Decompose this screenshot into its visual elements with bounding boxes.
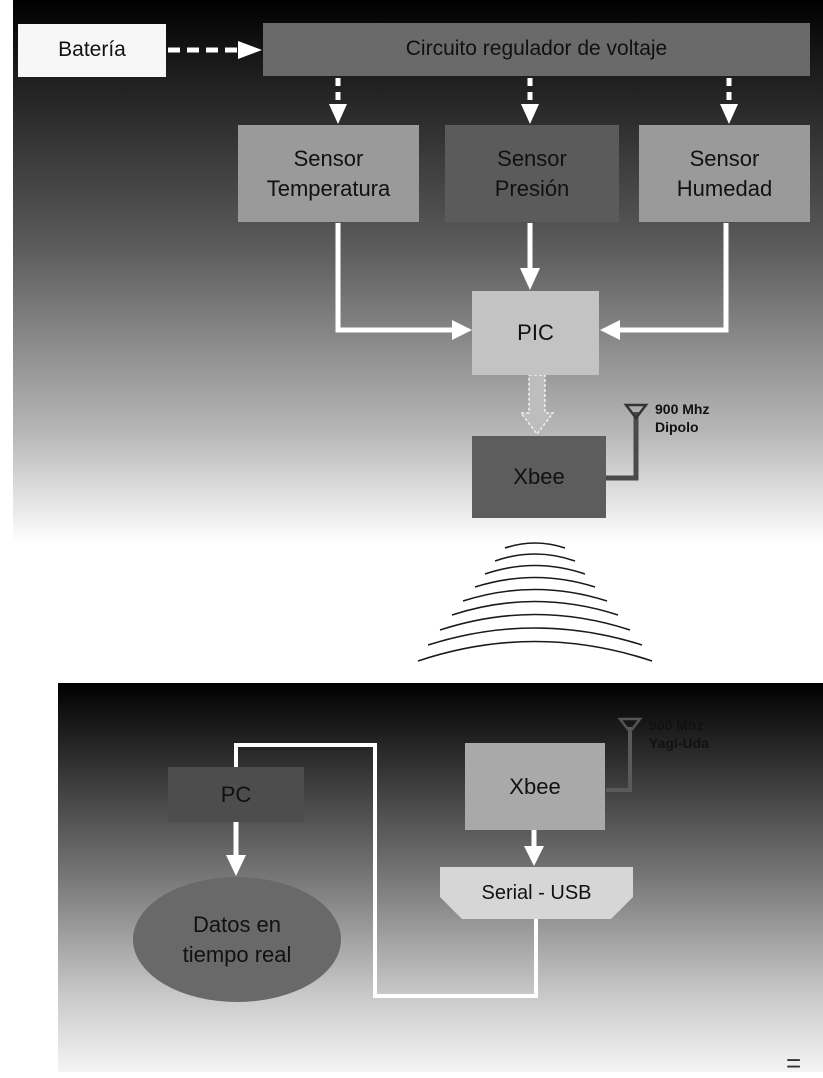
dipole-antenna-label: 900 Mhz Dipolo [655, 401, 710, 435]
regulator-to-sensors-arrows [329, 78, 738, 124]
voltage-regulator-box: Circuito regulador de voltaje [263, 23, 810, 76]
yagi-antenna-label: 900 Mhz Yagi-Uda [649, 717, 709, 751]
pic-to-xbee-arrow [519, 374, 555, 436]
radio-waves-icon [417, 542, 653, 662]
xbee-receiver-box: Xbee [465, 743, 605, 830]
xbee-transmitter-box: Xbee [472, 436, 606, 518]
usb-shape [440, 867, 633, 919]
usb-cable-line [234, 743, 538, 998]
serial-usb-box: Serial - USB [440, 867, 633, 919]
battery-box: Batería [18, 24, 166, 77]
corner-mark: = [786, 1048, 802, 1078]
sensors-to-pic-arrows [335, 223, 729, 340]
pc-box: PC [168, 767, 304, 822]
dipole-antenna-icon [606, 403, 649, 481]
transmitter-panel [13, 0, 823, 543]
pic-box: PIC [472, 291, 599, 375]
yagi-antenna-icon [606, 717, 643, 792]
